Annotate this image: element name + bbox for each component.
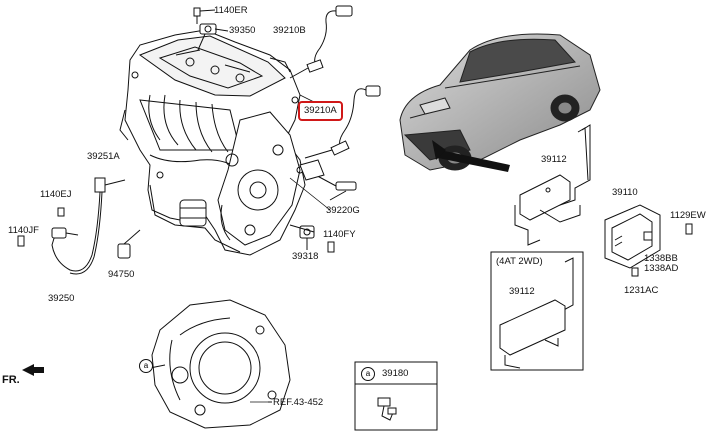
harness-39250-drawing (17, 177, 126, 275)
part-label-1140ej[interactable]: 1140EJ (40, 189, 72, 200)
part-label-1140er[interactable]: 1140ER (214, 5, 248, 16)
part-label-1140fy[interactable]: 1140FY (323, 229, 356, 240)
engine-block-drawing (119, 29, 306, 256)
variant-box-title: (4AT 2WD) (496, 256, 543, 267)
part-label-1140jf[interactable]: 1140JF (8, 225, 39, 236)
part-label-94750[interactable]: 94750 (108, 269, 135, 280)
transmission-housing-drawing (149, 299, 291, 429)
part-label-1231ac[interactable]: 1231AC (624, 285, 659, 296)
part-label-39110[interactable]: 39110 (612, 187, 638, 198)
front-marker-label: FR. (2, 374, 20, 386)
vehicle-pointer-arrow (432, 140, 510, 172)
sensor-39220g-drawing (299, 159, 357, 201)
legend-callout-a: a (361, 367, 375, 381)
sensor-39318-drawing (289, 224, 335, 253)
legend-box (354, 361, 438, 431)
part-label-39210b[interactable]: 39210B (273, 25, 306, 36)
part-label-39350[interactable]: 39350 (229, 25, 256, 36)
part-label-ref-43-452[interactable]: REF.43-452 (273, 397, 324, 408)
ecu-bracket-39112-drawing (514, 124, 591, 246)
front-arrow (22, 364, 44, 376)
part-label-39250[interactable]: 39250 (48, 293, 75, 304)
part-label-1129ew[interactable]: 1129EW (670, 210, 706, 221)
o2-sensor-39210b-drawing (289, 5, 353, 79)
o2-sensor-39210a-drawing (304, 85, 381, 159)
vehicle-drawing (399, 33, 601, 171)
part-label-39220g[interactable]: 39220G (326, 205, 360, 216)
part-label-39251a[interactable]: 39251A (87, 151, 120, 162)
ecu-39110-drawing (604, 204, 693, 277)
sensor-39350-drawing (193, 7, 229, 51)
part-label-39112[interactable]: 39112 (541, 154, 567, 165)
part-label-39318[interactable]: 39318 (292, 251, 319, 262)
callout-a-transmission: a (139, 359, 153, 373)
part-label-39180[interactable]: 39180 (382, 368, 409, 379)
sensor-94750-drawing (117, 229, 141, 259)
part-label-39112-variant[interactable]: 39112 (509, 286, 535, 297)
ecu-bracket-39112-variant-drawing (499, 257, 574, 369)
part-label-1338ad[interactable]: 1338AD (644, 263, 679, 274)
part-label-39210a-highlighted[interactable]: 39210A (298, 101, 343, 121)
part-label-1338bb[interactable]: 1338BB (644, 253, 678, 264)
